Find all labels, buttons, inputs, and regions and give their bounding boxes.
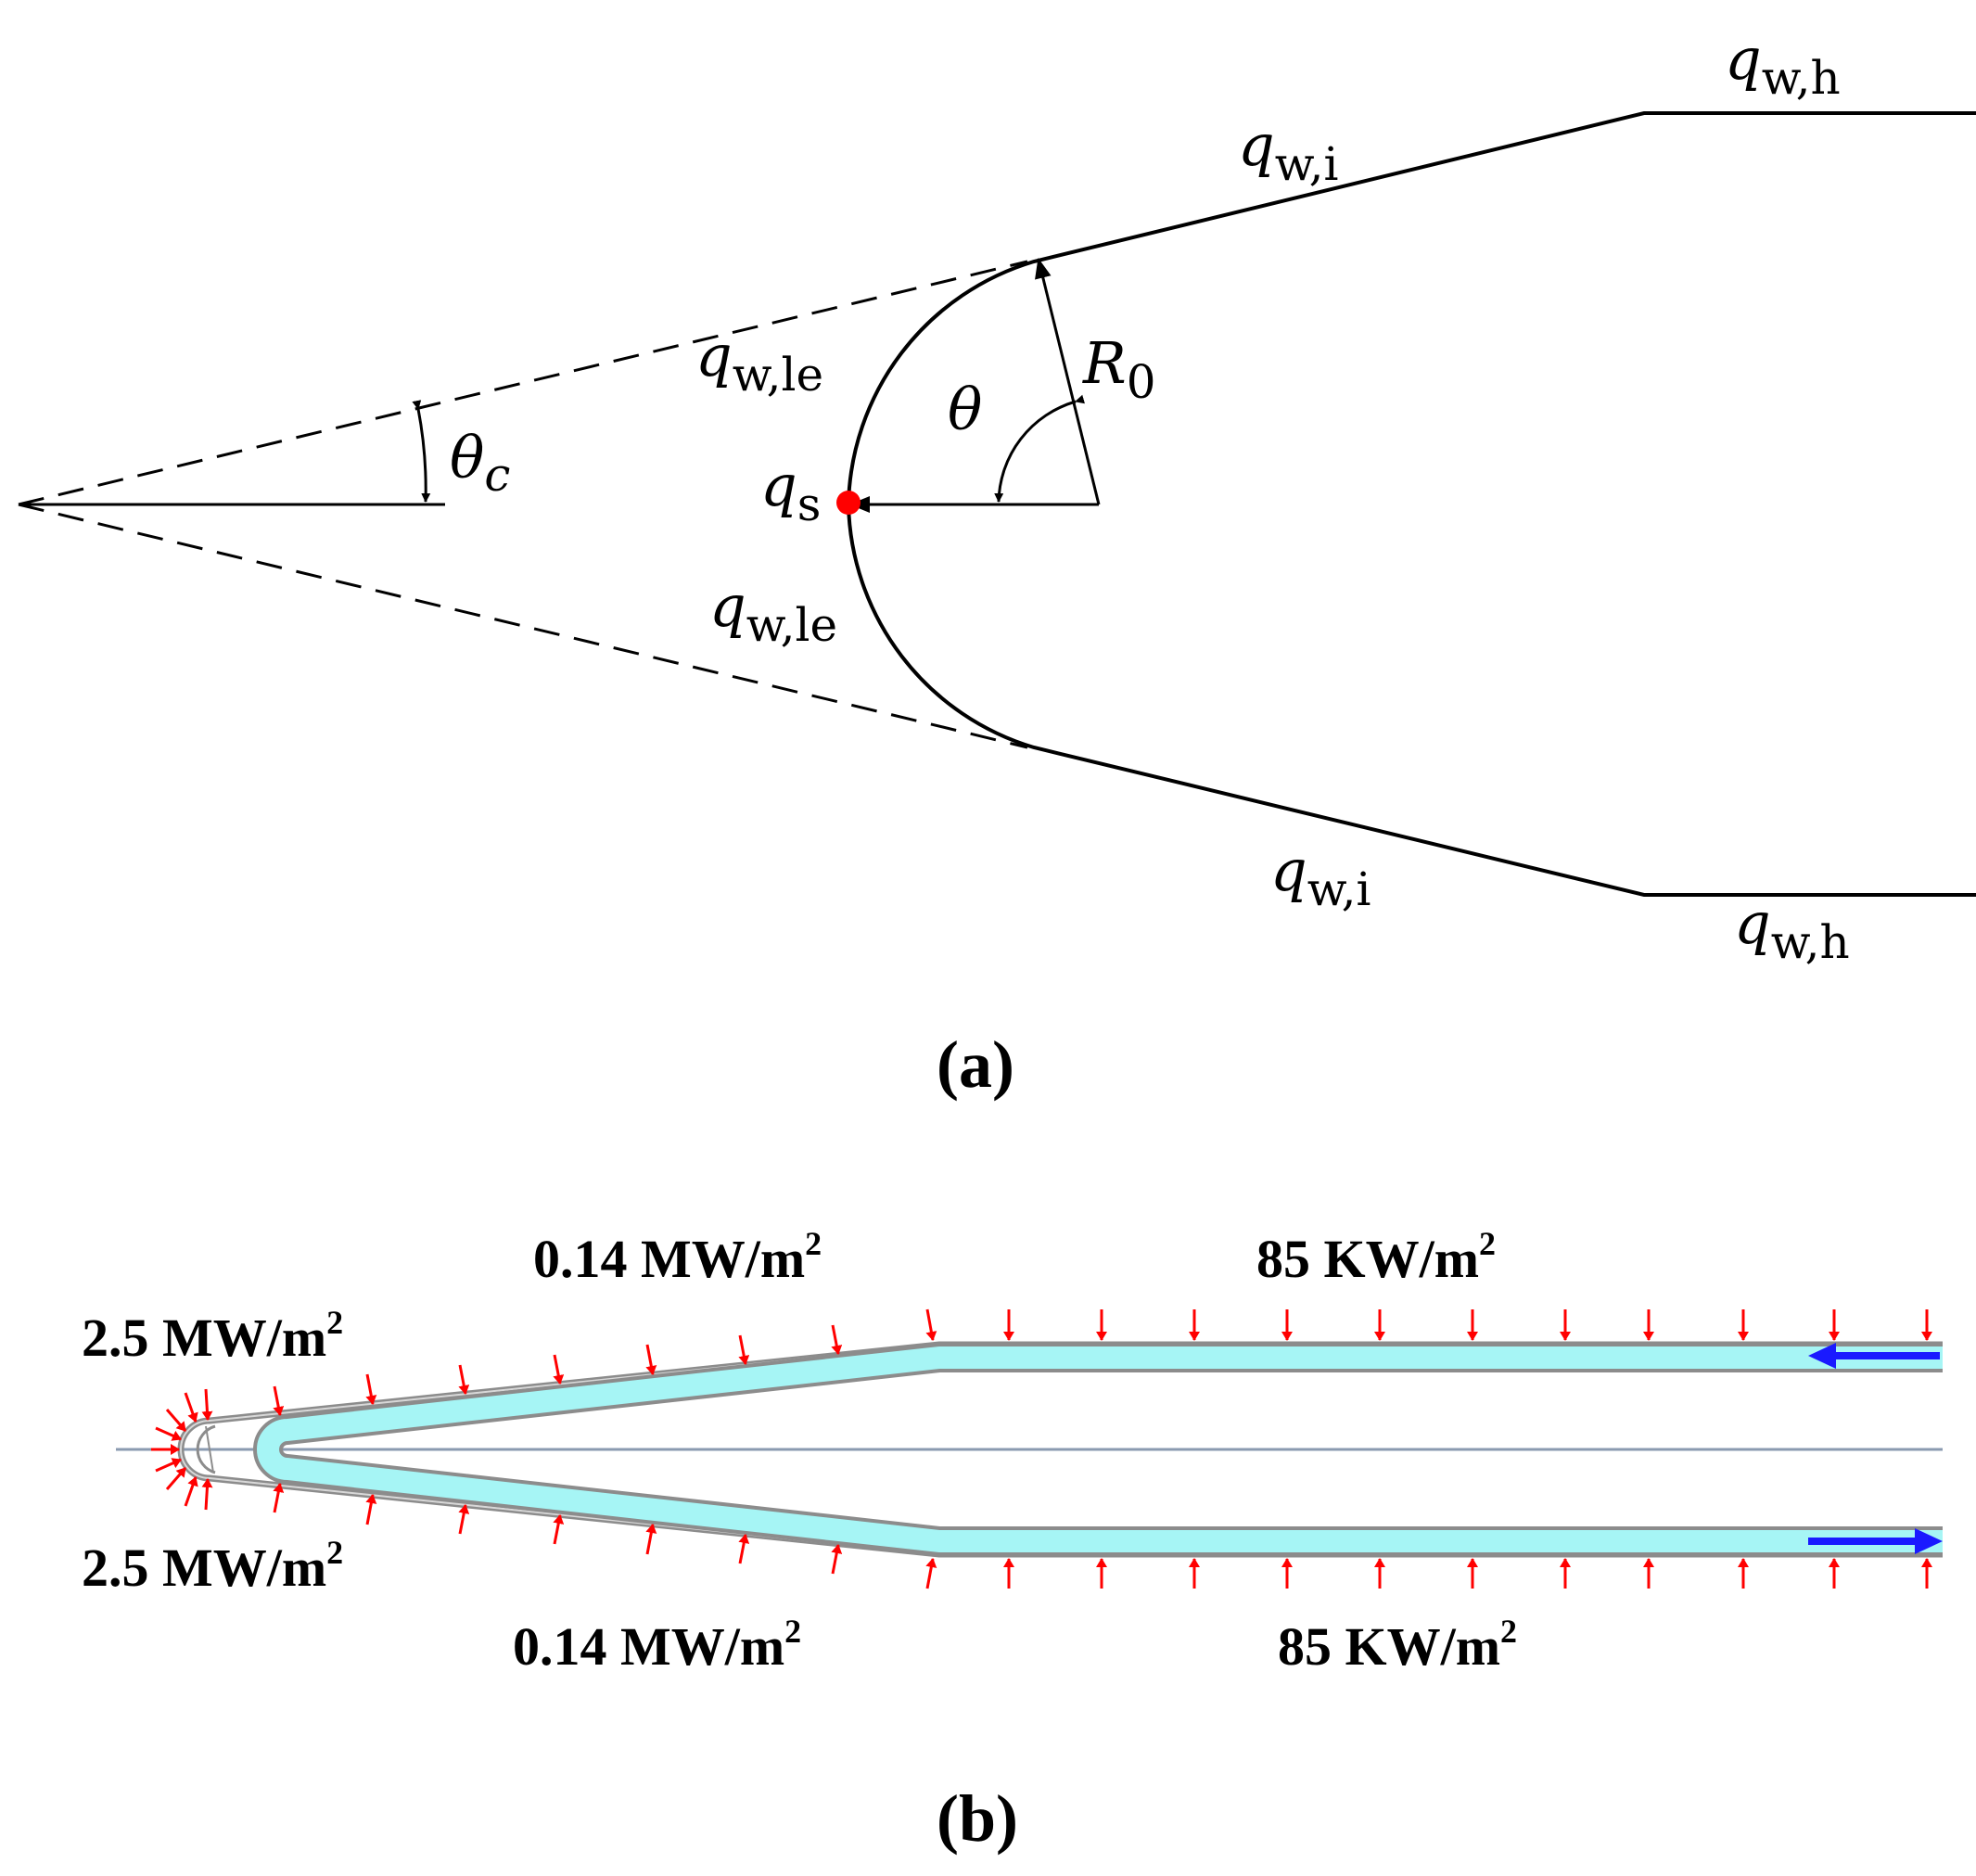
label-q-wle-top: qw,le <box>695 322 823 402</box>
cone-dashed-line-bottom <box>18 503 1028 749</box>
cone-angle-arc <box>412 400 431 503</box>
radius-line <box>1035 258 1101 505</box>
label-nose-top: 2.5 MW/m2 <box>82 1304 343 1368</box>
label-q-s: qs <box>760 452 821 531</box>
label-flat-bottom: 85 KW/m2 <box>1278 1613 1517 1677</box>
panel-a: qw,h qw,i qw,le qs qw,le qw,i qw,h R0 θ … <box>18 25 1976 1102</box>
flow-arrow-bottom <box>1808 1528 1943 1554</box>
outer-shell-inner-edge <box>180 1344 1943 1555</box>
label-q-wi-top: qw,i <box>1238 111 1338 191</box>
label-nose-bottom: 2.5 MW/m2 <box>82 1534 343 1598</box>
label-q-wle-bottom: qw,le <box>709 572 837 652</box>
heat-flux-arrows-bottom-ramp <box>273 1483 843 1575</box>
heat-flux-arrows-bottom-flat <box>925 1558 1932 1589</box>
flow-arrow-top <box>1808 1343 1940 1369</box>
nose-cap <box>196 1424 216 1474</box>
label-theta: θ <box>948 376 982 443</box>
label-q-wi-bottom: qw,i <box>1270 836 1370 916</box>
label-theta-c: θc <box>450 424 510 502</box>
theta-arc <box>994 394 1086 503</box>
nose-cap-back <box>205 1425 214 1474</box>
panel-a-caption: (a) <box>937 1027 1014 1102</box>
label-q-wh-top: qw,h <box>1725 25 1841 105</box>
label-ramp-top: 0.14 MW/m2 <box>533 1225 822 1289</box>
panel-b: 2.5 MW/m2 2.5 MW/m2 0.14 MW/m2 0.14 MW/m… <box>82 1225 1943 1856</box>
label-flat-top: 85 KW/m2 <box>1256 1225 1496 1289</box>
heat-flux-arrows-top-ramp <box>273 1324 843 1416</box>
heat-flux-arrows-top-flat <box>925 1308 1932 1341</box>
stagnation-point <box>836 491 861 515</box>
label-r0: R0 <box>1082 329 1156 409</box>
cone-dashed-line-top <box>18 260 1028 506</box>
panel-b-caption: (b) <box>937 1781 1018 1856</box>
label-ramp-bottom: 0.14 MW/m2 <box>513 1613 801 1677</box>
label-q-wh-bottom: qw,h <box>1734 889 1850 969</box>
coolant-fill <box>257 1346 1943 1552</box>
heat-flux-arrows-nose <box>151 1388 213 1511</box>
